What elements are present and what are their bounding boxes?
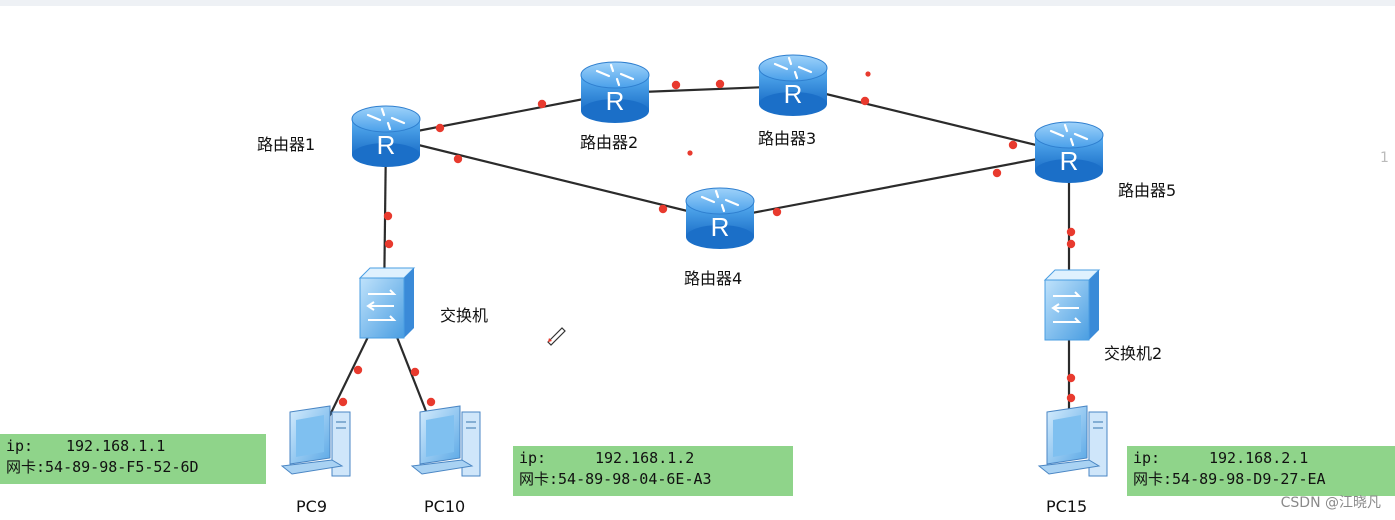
router-label-r2: 路由器2	[580, 133, 639, 152]
port-dot-r1-r2	[435, 123, 445, 133]
port-dot-r4-r5	[772, 207, 782, 217]
link-r3-r5	[792, 84, 1070, 155]
port-dot-r2-r1	[537, 99, 547, 109]
router-label-r4: 路由器4	[684, 269, 743, 288]
pc-label-pc10: PC10	[424, 497, 466, 516]
router-icon-r5[interactable]	[1033, 120, 1105, 185]
port-dot-sw2-r5	[1066, 239, 1076, 249]
info-box-pc10: ip: 192.168.1.2 网卡:54-89-98-04-6E-A3	[513, 446, 793, 496]
nic-value: 54-89-98-F5-52-6D	[45, 458, 199, 476]
port-dot-r4-r1	[658, 204, 668, 214]
link-r1-r2	[385, 91, 616, 139]
link-r4-r5	[719, 151, 1070, 221]
stray-dot	[687, 150, 693, 156]
nic-value: 54-89-98-04-6E-A3	[558, 470, 712, 488]
cursor-icon	[547, 327, 566, 346]
port-dot-r3-r2	[715, 79, 725, 89]
port-dot-sw2-pc15	[1066, 373, 1076, 383]
pc-label-pc15: PC15	[1046, 497, 1088, 516]
ip-key: ip:	[1133, 449, 1161, 467]
watermark: CSDN @江晓凡	[1280, 495, 1381, 511]
ip-value: 192.168.1.2	[595, 449, 695, 467]
ip-key: ip:	[519, 449, 547, 467]
port-dots-layer	[338, 79, 1076, 407]
info-box-pc9: ip: 192.168.1.1 网卡:54-89-98-F5-52-6D	[0, 434, 266, 484]
router-label-r1: 路由器1	[257, 135, 316, 154]
switch-label-sw1: 交换机	[440, 306, 489, 325]
ip-value: 192.168.1.1	[66, 437, 166, 455]
pc-icon-pc15[interactable]	[1038, 405, 1108, 477]
port-dot-pc10-sw1	[426, 397, 436, 407]
nic-key: 网卡:	[6, 458, 46, 476]
pc-label-pc9: PC9	[296, 497, 327, 516]
port-dot-r3-r5	[860, 96, 870, 106]
ip-value: 192.168.2.1	[1209, 449, 1309, 467]
switch-label-sw2: 交换机2	[1104, 344, 1163, 363]
port-dot-r1-sw1	[383, 211, 393, 221]
router-icon-r1[interactable]	[350, 104, 422, 169]
port-dot-sw1-pc10	[410, 367, 420, 377]
router-icon-r2[interactable]	[579, 60, 651, 125]
nic-key: 网卡:	[519, 470, 559, 488]
link-r1-r4	[385, 135, 721, 221]
port-dot-sw1-r1	[384, 239, 394, 249]
switch-icon-sw1[interactable]	[359, 267, 415, 339]
switch-icon-sw2[interactable]	[1044, 269, 1100, 341]
pc-icon-pc9[interactable]	[281, 405, 351, 477]
port-dot-r5-r4	[992, 168, 1002, 178]
port-dot-pc15-sw2	[1066, 393, 1076, 403]
port-dot-r1-r4	[453, 154, 463, 164]
ip-key: ip:	[6, 437, 34, 455]
nic-value: 54-89-98-D9-27-EA	[1172, 470, 1326, 488]
pc-icon-pc10[interactable]	[411, 405, 481, 477]
router-label-r3: 路由器3	[758, 129, 817, 148]
port-dot-r5-sw2	[1066, 227, 1076, 237]
top-bar	[0, 0, 1395, 6]
nic-key: 网卡:	[1133, 470, 1173, 488]
stray-dot	[865, 71, 871, 77]
port-dot-pc9-sw1	[338, 397, 348, 407]
router-label-r5: 路由器5	[1118, 181, 1177, 200]
port-dot-r2-r3	[671, 80, 681, 90]
router-icon-r4[interactable]	[684, 186, 756, 251]
port-dot-r5-r3	[1008, 140, 1018, 150]
edge-glyph: 1	[1380, 150, 1389, 166]
port-dot-sw1-pc9	[353, 365, 363, 375]
info-box-pc15: ip: 192.168.2.1 网卡:54-89-98-D9-27-EA	[1127, 446, 1395, 496]
router-icon-r3[interactable]	[757, 53, 829, 118]
